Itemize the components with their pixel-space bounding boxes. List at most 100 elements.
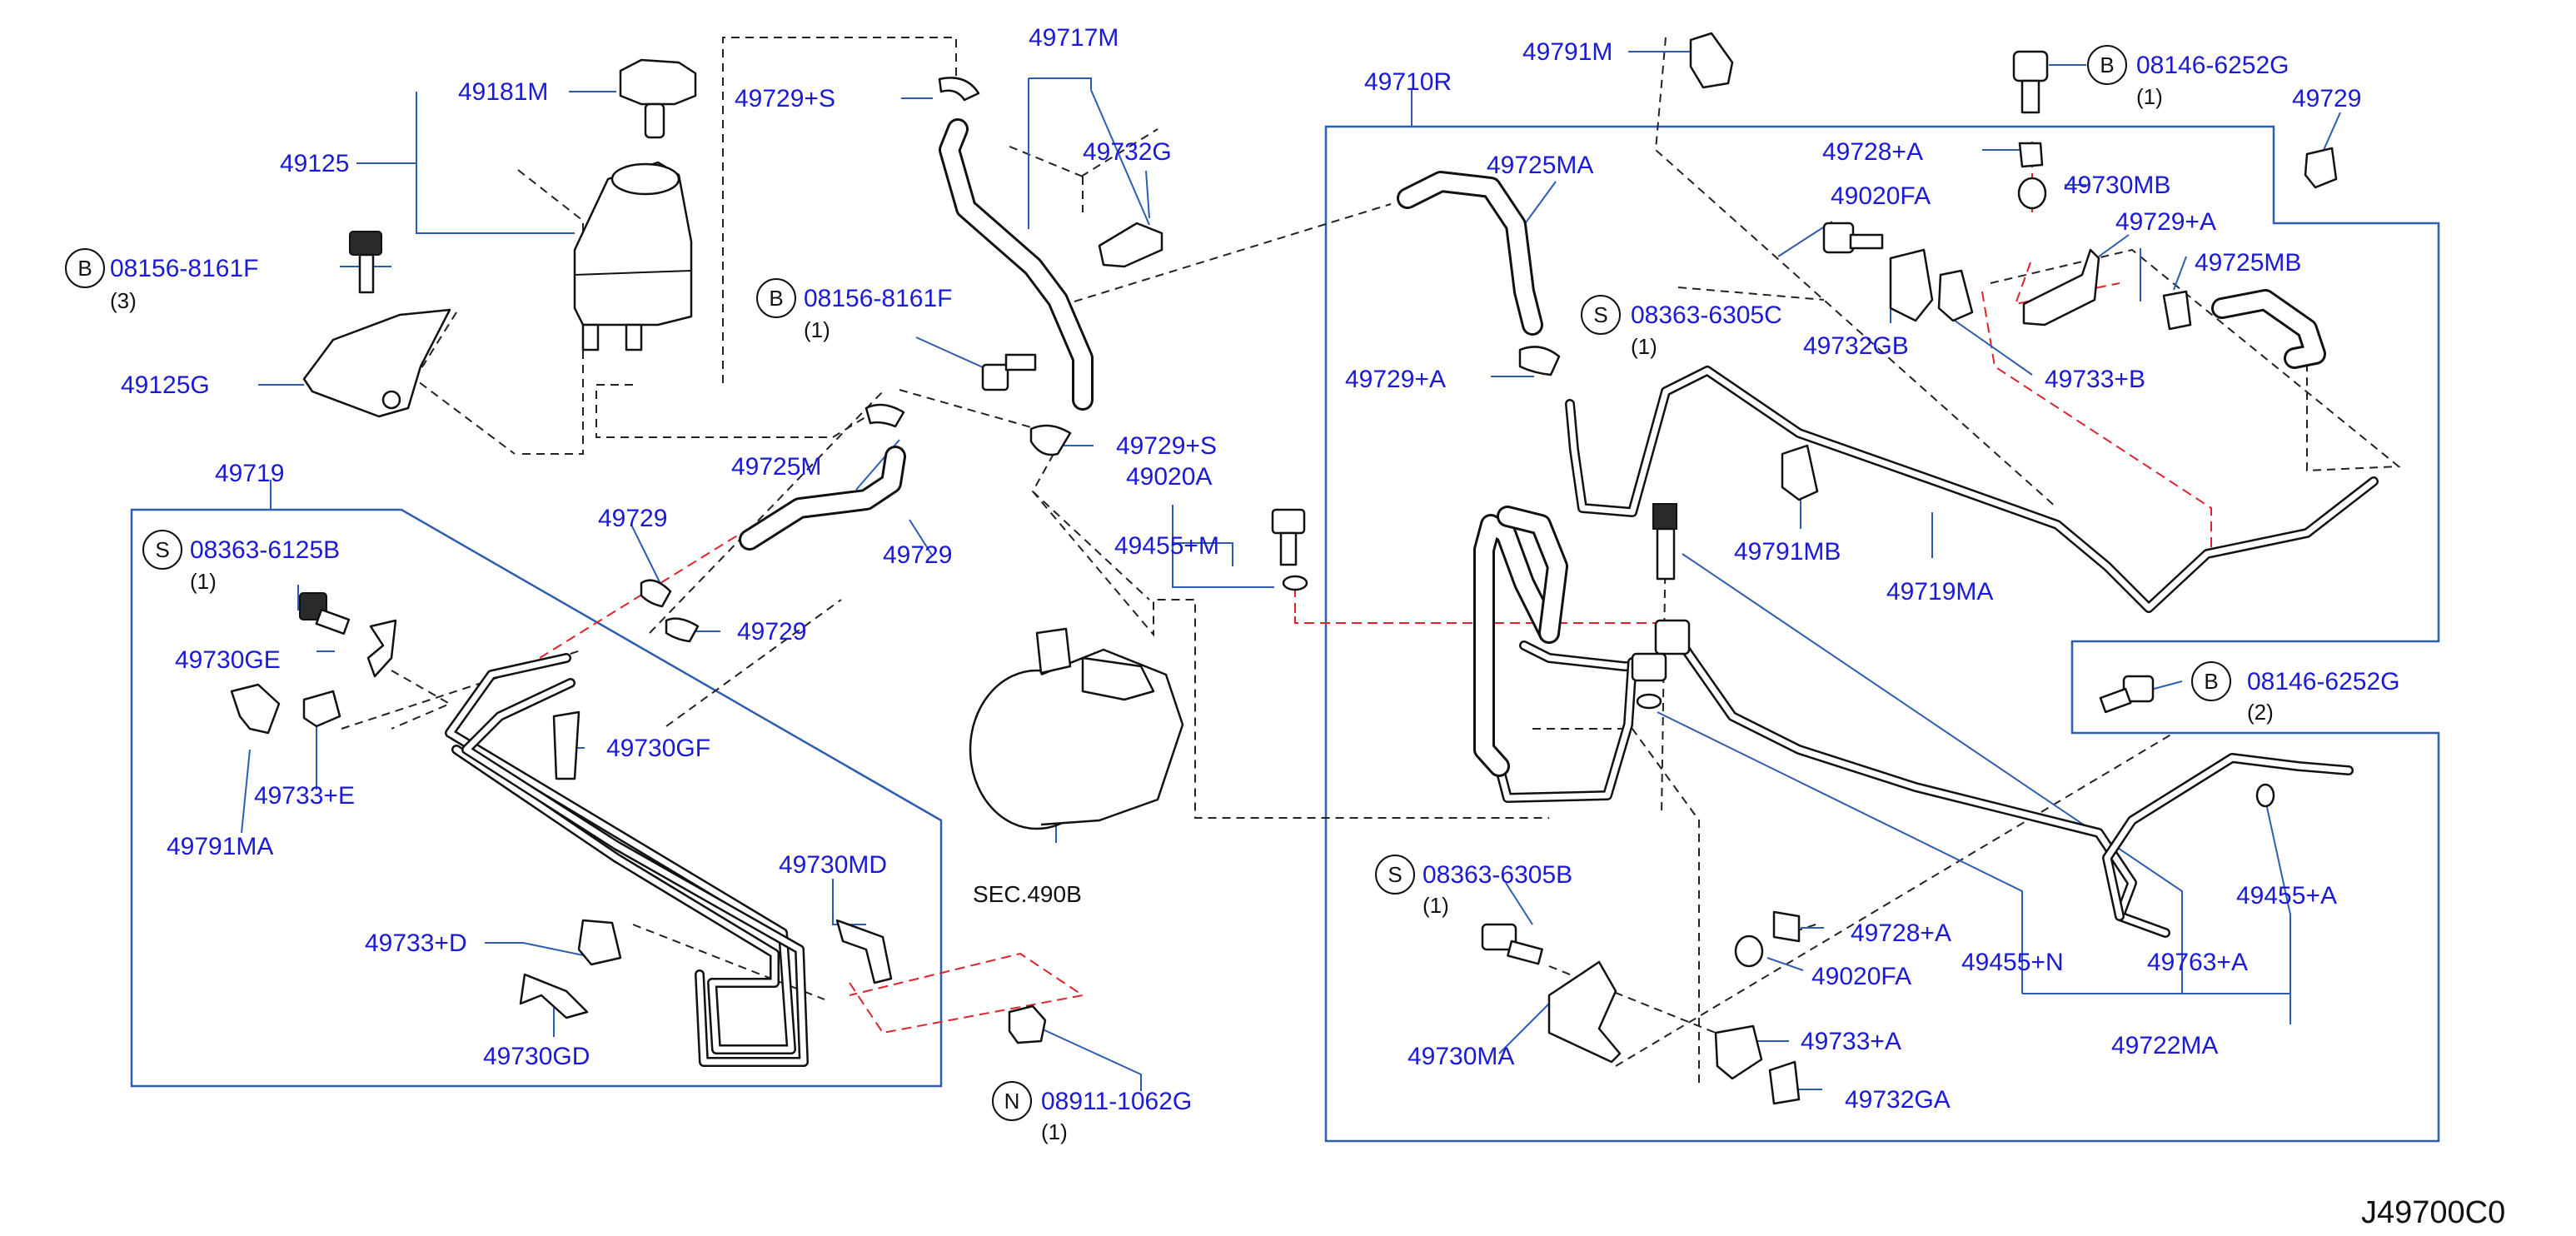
label-49728A-b: 49728+A	[1851, 920, 1951, 947]
bracket-49730MA	[1547, 960, 1622, 1064]
label-49729-d: 49729	[2292, 85, 2361, 112]
label-49719: 49719	[215, 460, 284, 487]
grommet-49733E	[302, 690, 341, 728]
label-08156-8161F-b: 08156-8161F	[804, 285, 952, 312]
power-steering-pump	[969, 627, 1184, 830]
qty-1-d: (1)	[2136, 84, 2163, 109]
label-49020FA-b: 49020FA	[1811, 963, 1911, 990]
circle-b-08146-6252G-a: B	[2087, 45, 2127, 85]
bolt-08146-6252G-a	[2012, 50, 2049, 114]
label-08156-8161F-a: 08156-8161F	[110, 255, 258, 282]
label-49020A: 49020A	[1126, 463, 1212, 491]
grommet-49020FA-a	[2017, 177, 2047, 210]
oring-49455M	[1282, 575, 1308, 591]
label-49455M: 49455+M	[1114, 532, 1219, 560]
label-08146-6252G-a: 08146-6252G	[2136, 52, 2290, 79]
clip-49729-b	[640, 579, 672, 608]
label-49717M: 49717M	[1029, 24, 1119, 52]
label-49729-a: 49729	[598, 505, 667, 532]
frames	[130, 125, 2440, 1143]
svg-text:B: B	[769, 286, 783, 311]
bolt-08156-8161F-b	[981, 353, 1037, 391]
svg-text:S: S	[155, 537, 169, 562]
label-49728A-a: 49728+A	[1822, 138, 1923, 166]
label-49733D: 49733+D	[365, 929, 467, 957]
clip-49732G	[1098, 222, 1163, 268]
circle-b-08156-8161F-b: B	[756, 278, 796, 318]
label-08146-6252G-b: 08146-6252G	[2247, 668, 2400, 695]
part-shapes	[230, 32, 2338, 1105]
label-49455N: 49455+N	[1961, 949, 2064, 976]
ref-circles: B B S N B S B S	[65, 45, 2231, 1121]
washer-49728A-a	[2018, 142, 2044, 168]
oring-49455A	[2255, 783, 2275, 808]
pipes	[445, 118, 2379, 1067]
label-49732G: 49732G	[1083, 138, 1172, 166]
label-08363-6305C: 08363-6305C	[1631, 302, 1782, 329]
label-08363-6305B: 08363-6305B	[1423, 861, 1572, 889]
label-49730MD: 49730MD	[779, 851, 887, 879]
clip-49729A-b	[1518, 346, 1561, 376]
bolt-08363-6125B	[299, 592, 351, 635]
qty-1-b: (1)	[190, 569, 217, 594]
qty-1-e: (1)	[1631, 334, 1657, 359]
part-labels: 49181M 49125 08156-8161F (3) 49125G 4972…	[110, 24, 2505, 1230]
reservoir-cap	[619, 58, 697, 139]
label-49125: 49125	[280, 150, 349, 177]
bracket-49730MD	[835, 919, 893, 984]
section-ref: SEC.490B	[973, 881, 1082, 907]
label-49730GF: 49730GF	[606, 735, 710, 762]
clamp-49730GF	[552, 710, 580, 780]
label-49725M: 49725M	[731, 453, 821, 481]
label-49719MA: 49719MA	[1886, 578, 1993, 606]
qty-1-a: (1)	[804, 317, 830, 342]
circle-b-08156-8161F-a: B	[65, 248, 105, 288]
clip-49729S-a	[938, 77, 980, 102]
label-49725MB: 49725MB	[2195, 249, 2301, 277]
label-49729S-a: 49729+S	[735, 85, 835, 112]
label-49791MB: 49791MB	[1734, 538, 1841, 566]
clip-49730GE	[366, 619, 397, 678]
circle-b-08363-6305C: S	[1581, 295, 1621, 335]
svg-text:N: N	[1004, 1089, 1020, 1114]
leader-lines	[241, 51, 2341, 1091]
label-49729A-a: 49729+A	[2115, 208, 2216, 236]
label-49730MB: 49730MB	[2064, 172, 2170, 199]
diagram-code: J49700C0	[2361, 1195, 2505, 1230]
label-49729-b: 49729	[883, 541, 952, 569]
label-49791M: 49791M	[1522, 38, 1612, 66]
label-49722MA: 49722MA	[2111, 1032, 2218, 1059]
frame-49719	[130, 508, 943, 1088]
label-49732GB: 49732GB	[1803, 332, 1909, 360]
label-49733A: 49733+A	[1801, 1028, 1901, 1055]
nut-08911-1062G	[1008, 1004, 1047, 1044]
circle-b-08146-6252G-b: B	[2191, 661, 2231, 701]
bracket-49125G	[302, 308, 451, 418]
washer-49728A-b	[1772, 910, 1801, 943]
bolt-49020FA-b	[1822, 222, 1884, 254]
svg-text:B: B	[77, 256, 92, 281]
fitting-center	[1631, 619, 1691, 682]
grommet-49733B	[1937, 269, 1974, 322]
bolt-08146-6252G-b	[2099, 675, 2155, 714]
label-49732GA: 49732GA	[1845, 1086, 1951, 1114]
label-49125G: 49125G	[121, 371, 210, 399]
clip-49729S-b	[1029, 424, 1072, 456]
bracket-49732GA	[1768, 1060, 1801, 1105]
svg-text:S: S	[1388, 862, 1402, 887]
label-49730GD: 49730GD	[483, 1043, 590, 1070]
label-49181M: 49181M	[458, 78, 548, 106]
circle-s-08363-6125B: S	[142, 530, 182, 570]
label-49725MA: 49725MA	[1487, 152, 1593, 179]
grommet-49733A	[1714, 1024, 1763, 1080]
label-49020FA-a: 49020FA	[1831, 182, 1931, 210]
bracket-49732GB	[1889, 248, 1934, 322]
circle-s-08363-6305B: S	[1375, 855, 1415, 895]
dashed-guides	[341, 37, 2401, 1087]
grommet-49020FA-c	[1734, 934, 1764, 968]
bolt-08363-6305B	[1481, 923, 1543, 965]
label-08911-1062G: 08911-1062G	[1041, 1088, 1192, 1115]
svg-text:B: B	[2204, 669, 2218, 694]
qty-1-c: (1)	[1041, 1119, 1068, 1144]
label-49730MA: 49730MA	[1408, 1043, 1514, 1070]
